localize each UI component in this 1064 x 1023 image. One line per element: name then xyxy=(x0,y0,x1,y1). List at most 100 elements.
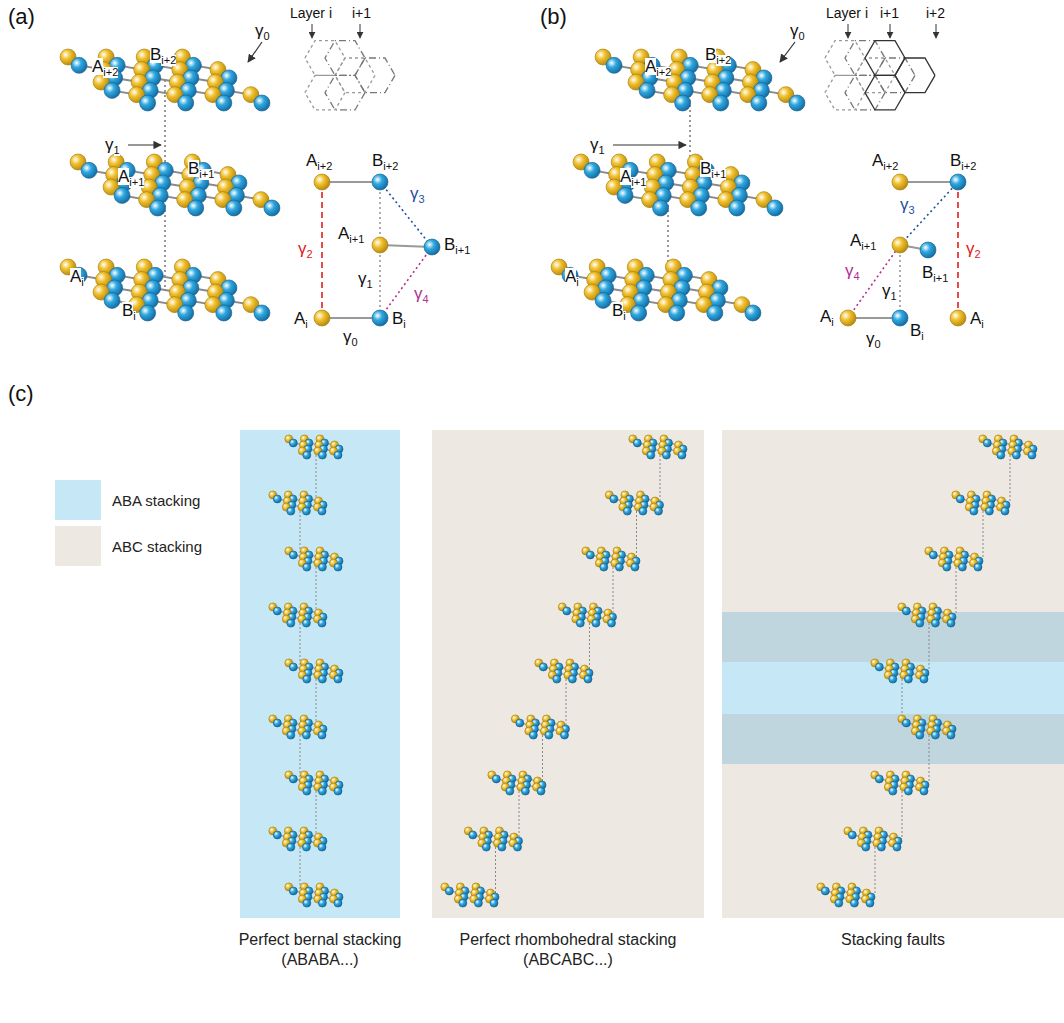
pointer-arrow xyxy=(780,42,795,62)
carbon-atom-b xyxy=(707,305,723,321)
carbon-atom-b xyxy=(302,731,310,739)
panel-letter: (c) xyxy=(8,383,34,405)
symbol-label: B xyxy=(922,264,933,281)
bond xyxy=(322,317,380,319)
symbol-label: A xyxy=(70,268,81,285)
graphene-layer xyxy=(285,883,343,907)
carbon-atom-b xyxy=(929,551,937,559)
subscript: 2 xyxy=(975,249,981,260)
symbol-label: A xyxy=(294,310,305,327)
subscript: i xyxy=(576,277,578,288)
carbon-atom-b xyxy=(303,787,311,795)
fault-stripe xyxy=(722,612,1064,662)
pointer-arrow xyxy=(890,24,891,38)
carbon-atom-b xyxy=(631,305,647,321)
stacking-column: Perfect rhombohedral stacking (ABCABC...… xyxy=(432,430,704,918)
panel-letter: (a) xyxy=(8,6,35,28)
graphene-layer xyxy=(558,603,616,627)
graphene-layer xyxy=(551,259,761,321)
subscript: 0 xyxy=(875,339,881,350)
carbon-atom-b xyxy=(654,507,662,515)
gamma4-hopping xyxy=(848,245,900,318)
graphene-layer xyxy=(952,491,1010,515)
symbol-label: A xyxy=(850,232,861,249)
symbol-label: γ xyxy=(900,196,909,213)
carbon-atom-b xyxy=(303,899,311,907)
carbon-atom-b xyxy=(983,439,991,447)
interlayer-line xyxy=(519,783,520,839)
subscript: i+2 xyxy=(161,55,176,66)
symbol-label: A xyxy=(820,308,831,325)
carbon-atom-b xyxy=(318,451,326,459)
carbon-atom-b xyxy=(1001,507,1009,515)
symbol-label: B xyxy=(392,310,403,327)
symbol-label: A xyxy=(118,168,129,185)
carbon-atom-b xyxy=(893,843,901,851)
stacking-band xyxy=(722,430,1064,918)
graphene-layer xyxy=(629,435,687,459)
symbol-label: A xyxy=(970,310,981,327)
graphene-layer xyxy=(269,603,327,627)
carbon-atom-b xyxy=(713,95,729,111)
carbon-atom-b xyxy=(916,731,924,739)
graphene-layer xyxy=(269,715,327,739)
graphene-layer xyxy=(871,771,929,795)
pointer-arrow xyxy=(248,42,262,62)
hexagon-outline xyxy=(355,58,395,93)
interlayer-line xyxy=(1010,447,1011,503)
pointer-arrow xyxy=(848,24,849,38)
carbon-atom-b xyxy=(498,843,506,851)
symbol-label: γ xyxy=(298,240,307,257)
carbon-atom-b xyxy=(318,843,326,851)
graphene-layer xyxy=(60,259,270,321)
symbol-label: γ xyxy=(410,185,419,202)
carbon-atom-b xyxy=(821,887,829,895)
carbon-atom-b xyxy=(997,451,1005,459)
symbol-label: A xyxy=(872,152,883,169)
carbon-atom-b xyxy=(617,187,633,203)
carbon-atom-b xyxy=(289,551,297,559)
carbon-atom-b xyxy=(1012,451,1020,459)
interlayer-line xyxy=(983,503,984,559)
carbon-atom-b xyxy=(474,899,482,907)
gamma3-hopping xyxy=(380,182,432,247)
carbon-atom-b xyxy=(114,187,130,203)
carbon-atom-b xyxy=(334,787,342,795)
carbon-atom-b xyxy=(920,675,928,683)
symbol-label: B xyxy=(150,46,161,63)
graphene-layer xyxy=(595,49,805,111)
carbon-atom-b xyxy=(592,619,600,627)
graphene-layer xyxy=(844,827,902,851)
interlayer-line xyxy=(542,727,543,783)
symbol-label: A xyxy=(620,168,631,185)
carbon-atom-b xyxy=(563,607,571,615)
subscript: i xyxy=(981,319,983,330)
carbon-atom-b xyxy=(568,675,576,683)
column-caption: Stacking faults xyxy=(793,930,993,950)
carbon-atom-b xyxy=(877,843,885,851)
carbon-atom-b xyxy=(639,507,647,515)
carbon-atom-b xyxy=(490,899,498,907)
interlayer-line xyxy=(660,447,661,503)
carbon-atom-b xyxy=(745,305,761,321)
carbon-atom-b xyxy=(607,619,615,627)
subscript: i+2 xyxy=(317,161,332,172)
carbon-atom-b xyxy=(424,239,440,255)
bond xyxy=(900,181,958,183)
carbon-atom-b xyxy=(529,731,537,739)
carbon-atom-b xyxy=(302,507,310,515)
hexagon-outline xyxy=(865,75,905,110)
symbol-label: γ xyxy=(358,270,367,287)
graphene-layer xyxy=(979,435,1037,459)
carbon-atom-b xyxy=(516,719,524,727)
layer-label: i+1 xyxy=(352,6,371,20)
graphene-layer xyxy=(285,547,343,571)
carbon-atom-b xyxy=(104,292,120,308)
legend-text: ABC stacking xyxy=(112,539,202,554)
subscript: i+2 xyxy=(383,161,398,172)
subscript: i+2 xyxy=(883,161,898,172)
subscript: 3 xyxy=(909,205,915,216)
carbon-atom-b xyxy=(848,831,856,839)
pointer-arrow xyxy=(312,24,313,38)
